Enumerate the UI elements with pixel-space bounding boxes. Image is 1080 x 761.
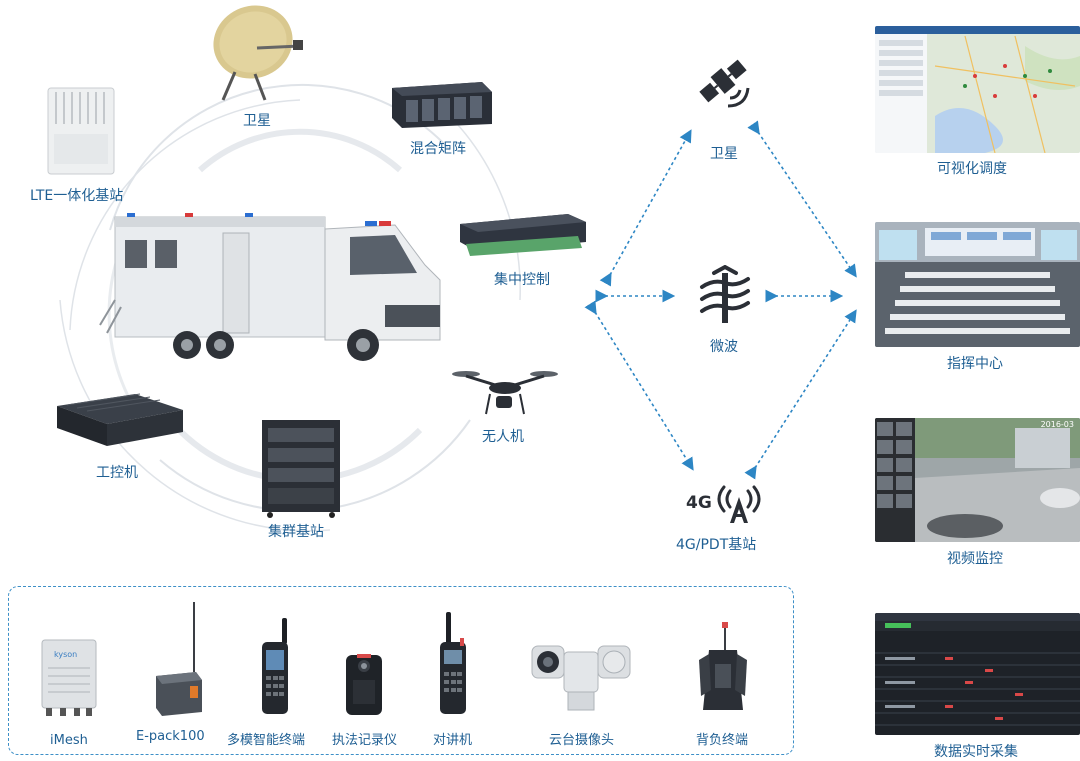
- hybrid-matrix-label: 混合矩阵: [410, 141, 466, 157]
- app-command-center-screenshot: [875, 222, 1080, 347]
- app-command-center-label: 指挥中心: [947, 356, 1003, 372]
- link-cellular-apps: [744, 309, 857, 480]
- epack100-icon: [156, 602, 202, 716]
- imesh-device: kyson: [40, 638, 98, 718]
- ptz-camera-label: 云台摄像头: [549, 733, 615, 748]
- lte-base-station-label: LTE一体化基站: [30, 188, 124, 204]
- drone-label: 无人机: [482, 429, 524, 445]
- epack100-label: E-pack100: [136, 729, 205, 744]
- industrial-pc-icon: [57, 393, 183, 446]
- multimode-terminal-label: 多模智能终端: [227, 733, 306, 748]
- imesh-label: iMesh: [50, 733, 88, 748]
- link-satellite-apps: [747, 120, 857, 278]
- hybrid-matrix-icon: [392, 82, 492, 128]
- link-hub-satellite: [599, 129, 692, 287]
- terminal-group-frame: [8, 586, 794, 755]
- multimode-terminal-icon: [262, 618, 288, 714]
- cellular-link-label: 4G/PDT基站: [676, 537, 757, 553]
- trunk-base-station-label: 集群基站: [268, 524, 324, 540]
- central-control-icon: [460, 214, 586, 256]
- app-visual-dispatch-screenshot: [875, 26, 1080, 153]
- link-hub-cellular: [584, 300, 694, 471]
- app-visual-dispatch-label: 可视化调度: [937, 161, 1007, 177]
- app-video-surveillance-label: 视频监控: [947, 551, 1003, 567]
- command-vehicle-icon: [99, 213, 441, 361]
- lte-base-station-icon: [47, 87, 115, 175]
- app-video-surveillance-screenshot: 2016-03: [875, 418, 1080, 542]
- walkie-talkie-label: 对讲机: [433, 733, 473, 748]
- trunk-base-station-icon: [262, 420, 340, 518]
- body-camera-icon: [346, 654, 382, 715]
- body-camera-label: 执法记录仪: [332, 733, 398, 748]
- cellular-link-icon: 4G: [686, 485, 766, 525]
- microwave-link-icon: [700, 265, 750, 323]
- backpack-terminal-icon: [699, 622, 747, 710]
- satellite-link-label: 卫星: [710, 146, 738, 162]
- satellite-dish-icon: [213, 5, 303, 101]
- industrial-pc-label: 工控机: [96, 465, 138, 481]
- video-timestamp: 2016-03: [1040, 420, 1074, 429]
- app-realtime-data-label: 数据实时采集: [934, 744, 1018, 760]
- imesh-brand-text: kyson: [54, 650, 78, 659]
- app-realtime-data-screenshot: [875, 613, 1080, 735]
- drone-icon: [452, 371, 558, 415]
- satellite-link-icon: [699, 59, 750, 108]
- microwave-link-label: 微波: [710, 339, 738, 355]
- cellular-4g-text: 4G: [686, 493, 712, 513]
- walkie-talkie-icon: [440, 612, 466, 714]
- ptz-camera-icon: [531, 645, 631, 711]
- backpack-terminal-label: 背负终端: [696, 733, 749, 748]
- central-control-label: 集中控制: [494, 272, 550, 288]
- satellite-dish-label: 卫星: [243, 113, 271, 129]
